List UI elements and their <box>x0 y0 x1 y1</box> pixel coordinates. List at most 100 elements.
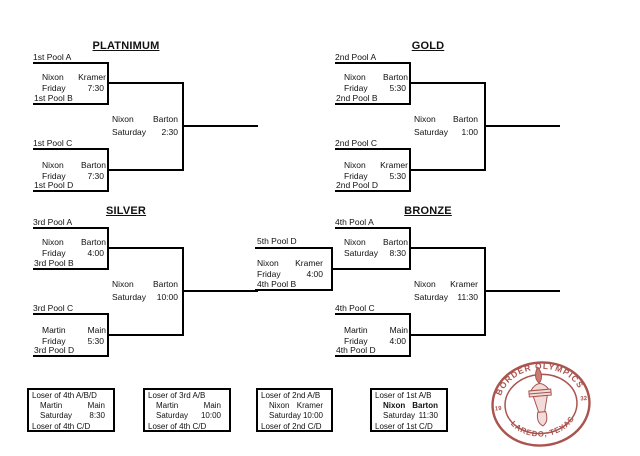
bracket-line <box>335 103 411 105</box>
consolation-venue-row: Martin Main <box>32 401 110 411</box>
connector-line <box>109 334 182 336</box>
stamp-outer-ring <box>491 361 591 447</box>
court: Kramer <box>450 279 478 289</box>
game-time-row: Friday 4:00 <box>42 248 104 258</box>
bracket-line <box>33 190 109 192</box>
final-time-row: Saturday 2:30 <box>112 127 178 137</box>
bracket-line <box>335 227 411 229</box>
game-venue-row: Nixon Barton <box>344 72 408 82</box>
court: Barton <box>80 160 106 170</box>
consolation-time-row: Saturday 8:30 <box>32 411 110 421</box>
champion-line <box>484 290 560 292</box>
court: Barton <box>382 72 408 82</box>
venue: Nixon <box>269 401 290 411</box>
champion-line <box>182 290 258 292</box>
game-venue-row: Nixon Kramer <box>344 160 408 170</box>
venue: Nixon <box>344 160 366 170</box>
venue: Nixon <box>42 72 64 82</box>
pool-label: 3rd Pool C <box>33 303 74 313</box>
bracket-line <box>255 289 333 291</box>
consolation-box-gold: Loser of 2nd A/B Nixon Kramer Saturday 1… <box>256 388 333 432</box>
pool-label: 2nd Pool B <box>336 93 378 103</box>
court: Barton <box>152 279 178 289</box>
bracket-line <box>409 148 411 192</box>
bracket-line <box>33 148 109 150</box>
bracket-line <box>409 227 411 270</box>
final-venue-row: Nixon Barton <box>414 114 478 124</box>
pool-label: 4th Pool B <box>257 279 297 289</box>
game-venue-row: Nixon Barton <box>344 237 408 247</box>
game-venue-row: Nixon Kramer <box>42 72 106 82</box>
venue: Nixon <box>414 279 436 289</box>
day: Saturday <box>383 411 416 421</box>
final-venue-row: Nixon Barton <box>112 279 178 289</box>
game-venue-row: Nixon Barton <box>42 160 106 170</box>
bracket-line <box>33 355 109 357</box>
venue: Nixon <box>383 401 406 411</box>
consolation-box-silver: Loser of 3rd A/B Martin Main Saturday 10… <box>143 388 231 432</box>
final-venue-row: Nixon Barton <box>112 114 178 124</box>
pool-label: 3rd Pool D <box>34 345 75 355</box>
time: 5:30 <box>389 83 406 93</box>
torch-icon <box>528 366 552 427</box>
game-time-row: Friday 4:00 <box>344 336 406 346</box>
stamp-graphic: BORDER OLYMPICS LAREDO, TEXAS 19 32 <box>491 357 591 447</box>
pool-label: 2nd Pool C <box>335 138 378 148</box>
court: Barton <box>152 114 178 124</box>
pool-label: 1st Pool A <box>33 52 72 62</box>
pool-label: 5th Pool D <box>257 236 297 246</box>
day: Friday <box>344 171 368 181</box>
time: 7:30 <box>87 171 104 181</box>
time: 4:00 <box>389 336 406 346</box>
day: Saturday <box>156 411 189 421</box>
venue: Nixon <box>344 72 366 82</box>
stamp-year-left: 19 <box>495 406 503 413</box>
time: 2:30 <box>161 127 178 137</box>
time: 5:30 <box>87 336 104 346</box>
connector-line <box>411 82 484 84</box>
consolation-bottom-label: Loser of 1st C/D <box>375 421 433 431</box>
court: Kramer <box>295 258 323 268</box>
consolation-top-label: Loser of 1st A/B <box>375 391 432 400</box>
bracket-line <box>255 247 333 249</box>
court: Barton <box>412 401 438 411</box>
venue: Martin <box>344 325 368 335</box>
court: Main <box>203 401 221 411</box>
bracket-platinum-title: PLATNIMUM <box>92 40 160 52</box>
pool-label: 1st Pool D <box>34 180 74 190</box>
connector-line <box>109 247 182 249</box>
time: 5:30 <box>389 171 406 181</box>
court: Kramer <box>296 401 323 411</box>
game-time-row: Saturday 8:30 <box>344 248 406 258</box>
game-time-row: Friday 5:30 <box>344 83 406 93</box>
consolation-bottom-label: Loser of 2nd C/D <box>261 421 322 431</box>
pool-label: 3rd Pool B <box>34 258 74 268</box>
consolation-top-label: Loser of 2nd A/B <box>261 391 321 400</box>
pool-label: 3rd Pool A <box>33 217 73 227</box>
time: 4:00 <box>306 269 323 279</box>
time: 11:30 <box>457 292 478 302</box>
final-time-row: Saturday 10:00 <box>112 292 178 302</box>
bracket-line <box>335 355 411 357</box>
game-time-row: Friday 7:30 <box>42 171 104 181</box>
connector-line <box>109 82 182 84</box>
court: Barton <box>382 237 408 247</box>
venue: Nixon <box>414 114 436 124</box>
pool-label: 1st Pool C <box>33 138 73 148</box>
court: Main <box>87 401 105 411</box>
consolation-venue-row: Nixon Barton <box>375 401 443 411</box>
bracket-line <box>33 62 109 64</box>
court: Kramer <box>380 160 408 170</box>
pool-label: 4th Pool C <box>335 303 375 313</box>
consolation-box-bronze: Loser of 4th A/B/D Martin Main Saturday … <box>27 388 115 432</box>
venue: Martin <box>40 401 63 411</box>
time: 10:00 <box>156 292 178 302</box>
bracket-line <box>33 103 109 105</box>
champion-line <box>182 125 258 127</box>
court: Main <box>389 325 408 335</box>
court: Barton <box>80 237 106 247</box>
day: Friday <box>344 336 368 346</box>
time: 8:30 <box>89 411 105 421</box>
time: 10:00 <box>302 411 323 421</box>
